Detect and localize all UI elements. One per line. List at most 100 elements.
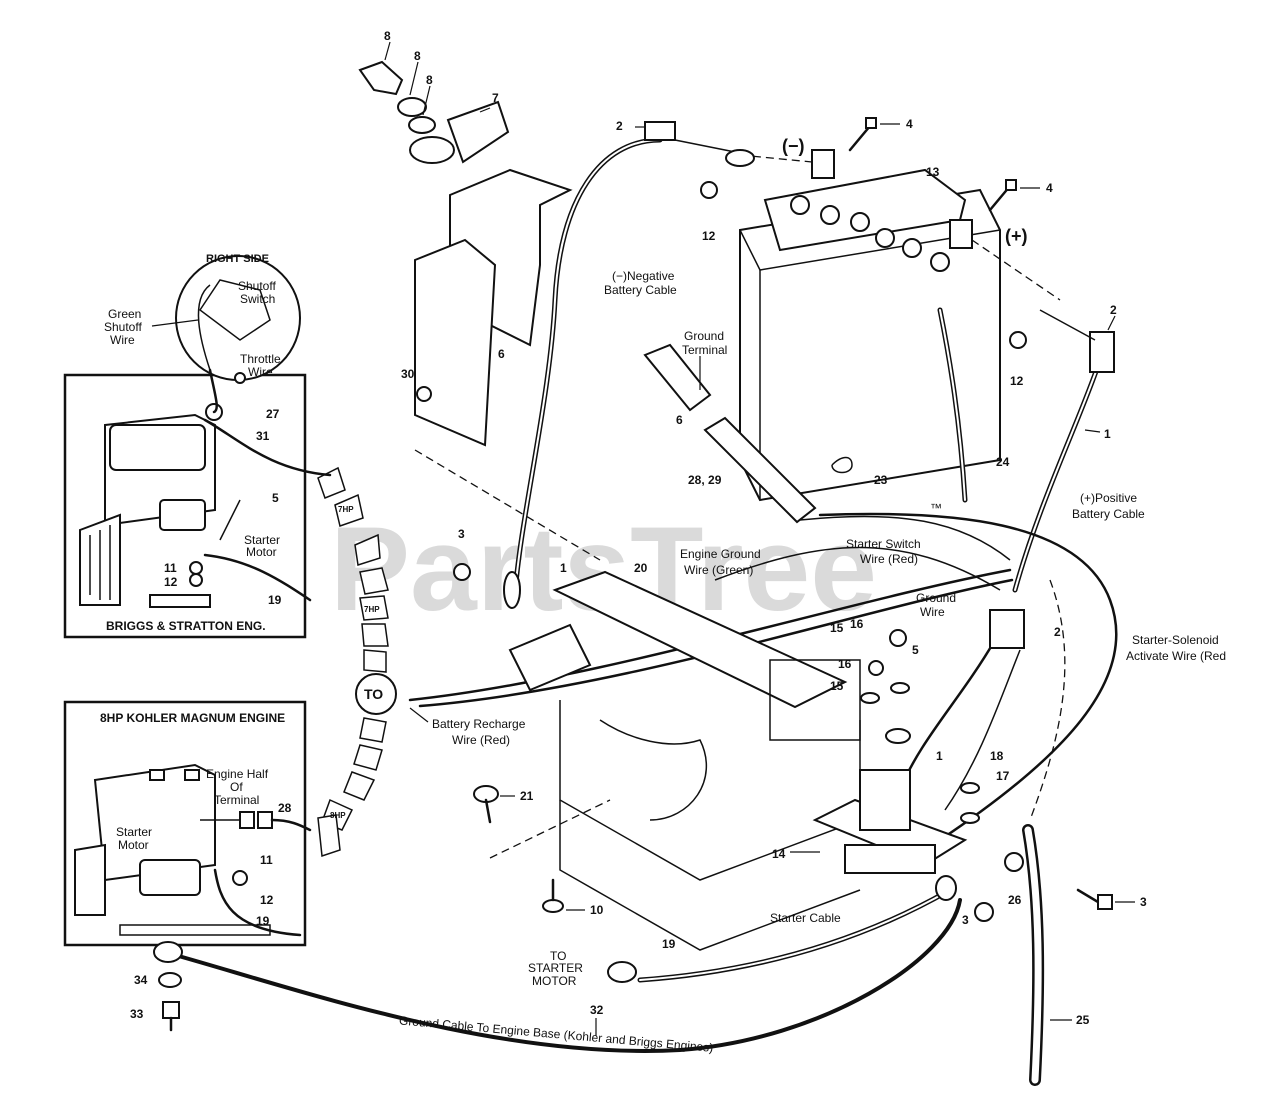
screw-21	[473, 785, 515, 824]
solenoid-wire-label-2: Activate Wire (Red	[1126, 649, 1226, 663]
positive-battery-cable	[1012, 309, 1116, 593]
engine-ground-label-2: Wire (Green)	[684, 563, 753, 577]
callout-12b: 12	[1010, 374, 1024, 388]
briggs-inset	[63, 373, 332, 639]
callout-3b: 3	[962, 913, 969, 927]
callout-32: 32	[590, 1003, 604, 1017]
callout-11b: 11	[260, 853, 273, 867]
positive-symbol: (+)	[1005, 226, 1028, 246]
callout-8c: 8	[426, 73, 433, 87]
bolts-4	[848, 117, 1040, 212]
harness-boot-2c	[989, 609, 1025, 649]
negative-terminal	[811, 149, 835, 179]
arrow-label-b: 7HP	[364, 605, 380, 614]
neg-cable-label-1: (−)Negative	[612, 269, 675, 283]
callout-28-29: 28, 29	[688, 473, 722, 487]
mounting-bracket-6	[414, 168, 601, 561]
key-washer	[408, 116, 436, 134]
callout-18: 18	[990, 749, 1004, 763]
nut-12b	[1009, 331, 1027, 349]
callout-7: 7	[492, 91, 499, 105]
throttle-label-2: Wire	[248, 365, 273, 379]
callout-1a: 1	[1104, 427, 1111, 441]
callout-15a: 15	[830, 621, 844, 635]
starter-motor-label-2: Motor	[246, 545, 277, 559]
ground-wire-label-2: Wire	[920, 605, 945, 619]
screw-3c	[1076, 888, 1135, 910]
key-part	[358, 60, 404, 96]
callout-4a: 4	[906, 117, 913, 131]
to-connector	[355, 673, 397, 715]
watermark-tm: ™	[930, 501, 942, 515]
recharge-label-2: Wire (Red)	[452, 733, 510, 747]
callout-24: 24	[996, 455, 1010, 469]
callout-8a: 8	[384, 29, 391, 43]
key-switch-assembly	[358, 41, 510, 164]
starter-cable	[607, 875, 957, 983]
mounting-plate-20	[508, 570, 861, 951]
callout-17: 17	[996, 769, 1010, 783]
callout-15b: 15	[830, 679, 844, 693]
callout-8b: 8	[414, 49, 421, 63]
ground-terminal-label-1: Ground	[684, 329, 724, 343]
screw-3a	[453, 563, 471, 581]
battery-13	[739, 149, 1061, 502]
pos-cable-label-2: Battery Cable	[1072, 507, 1145, 521]
pos-cable-label-1: (+)Positive	[1080, 491, 1137, 505]
right-side-detail	[175, 255, 301, 414]
tie-23	[831, 456, 853, 474]
green-shutoff-label-1: Green	[108, 307, 141, 321]
callout-2c: 2	[1054, 625, 1061, 639]
callout-10: 10	[590, 903, 604, 917]
to-starter-label-3: MOTOR	[532, 974, 577, 988]
kohler-title: 8HP KOHLER MAGNUM ENGINE	[100, 711, 285, 725]
green-shutoff-label-3: Wire	[110, 333, 135, 347]
to-label: TO	[364, 686, 383, 702]
to-starter-label-2: STARTER	[528, 961, 583, 975]
callout-14: 14	[772, 847, 786, 861]
callout-31: 31	[256, 429, 270, 443]
nut-12a	[700, 181, 718, 199]
arrow-label-c: 8HP	[330, 811, 346, 820]
to-starter-label-1: TO	[550, 949, 566, 963]
ground-terminal-6	[643, 343, 712, 412]
cable-boot-2a	[644, 121, 676, 141]
negative-symbol: (−)	[782, 136, 805, 156]
callout-12d: 12	[260, 893, 274, 907]
callout-3a: 3	[458, 527, 465, 541]
callout-5b: 5	[912, 643, 919, 657]
negative-battery-cable	[503, 121, 755, 609]
shutoff-switch-label-2: Switch	[240, 292, 275, 306]
arrow-column	[317, 466, 389, 858]
hardware-33-34	[153, 941, 183, 1032]
callout-19c: 19	[256, 914, 270, 928]
callout-20: 20	[634, 561, 648, 575]
arrow-label-a: 7HP	[338, 505, 354, 514]
engine-ground-label-1: Engine Ground	[680, 547, 761, 561]
kohler-starter-label-1: Starter	[116, 825, 152, 839]
callout-16b: 16	[838, 657, 852, 671]
briggs-title: BRIGGS & STRATTON ENG.	[106, 619, 266, 633]
cable-25	[1022, 824, 1072, 1086]
callout-5a: 5	[272, 491, 279, 505]
engine-half-label-3: Terminal	[214, 793, 259, 807]
positive-terminal	[949, 219, 973, 249]
solenoid-wire-label-1: Starter-Solenoid	[1132, 633, 1219, 647]
callout-2b: 2	[1110, 303, 1117, 317]
callout-11a: 11	[164, 561, 177, 575]
starter-cable-label: Starter Cable	[770, 911, 841, 925]
neg-cable-label-2: Battery Cable	[604, 283, 677, 297]
cable-boot-2b	[1089, 331, 1115, 373]
right-side-label: RIGHT SIDE	[206, 253, 269, 265]
callout-1c: 1	[936, 749, 943, 763]
callout-4b: 4	[1046, 181, 1053, 195]
screw-3b	[974, 902, 994, 922]
starter-solenoid-14	[790, 769, 968, 874]
callout-26: 26	[1008, 893, 1022, 907]
callout-19b: 19	[662, 937, 676, 951]
terminal-hardware	[860, 629, 980, 824]
starter-switch-label-1: Starter Switch	[846, 537, 921, 551]
ground-terminal-label-2: Terminal	[682, 343, 727, 357]
key-nut	[397, 97, 427, 117]
